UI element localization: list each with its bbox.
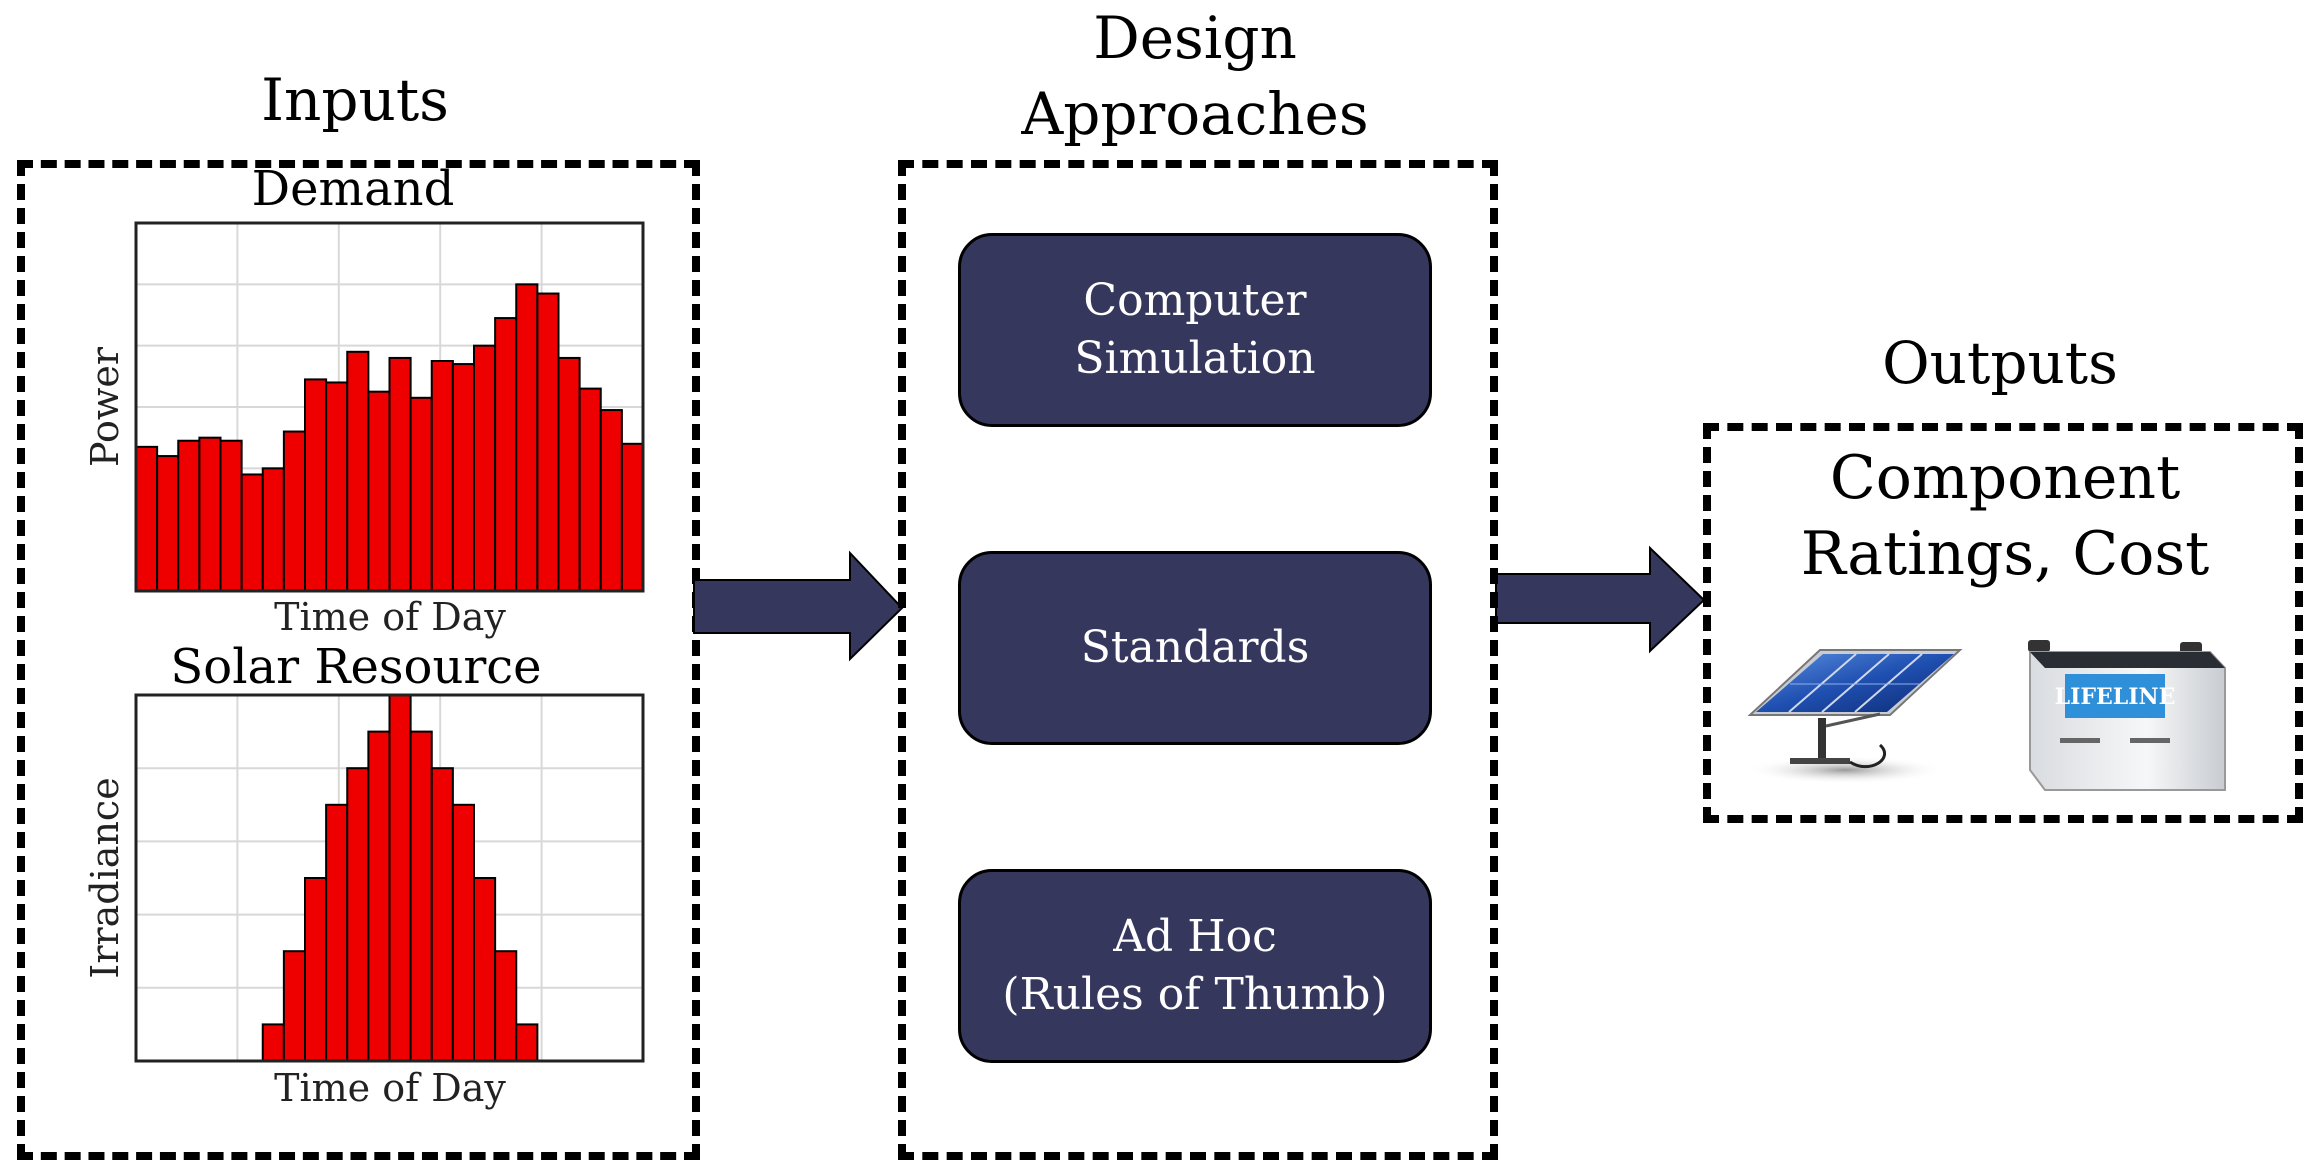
solar-x-label: Time of Day — [274, 1066, 506, 1110]
demand-bar — [304, 378, 328, 592]
demand-bar — [536, 292, 560, 592]
demand-y-label: Power — [83, 346, 127, 467]
demand-x-label: Time of Day — [274, 595, 506, 639]
solar-bar — [388, 694, 412, 1062]
solar-bar — [515, 1023, 539, 1063]
demand-bar — [430, 360, 454, 592]
demand-bar — [451, 363, 475, 593]
approach-standards: Standards — [958, 551, 1432, 745]
solar-bar — [282, 950, 306, 1063]
solar-bar — [451, 803, 475, 1062]
solar-bar — [430, 767, 454, 1062]
demand-bar — [599, 409, 623, 593]
solar-bar — [367, 730, 391, 1062]
solar-bar — [325, 803, 349, 1062]
solar-bar — [409, 730, 433, 1062]
demand-bar — [261, 467, 285, 593]
demand-plot-frame — [134, 221, 645, 593]
demand-bar — [177, 439, 201, 592]
demand-bar — [325, 381, 349, 593]
solar-panel-image — [1745, 649, 1963, 784]
solar-bar — [494, 950, 518, 1063]
arrow-right-design-to-outputs — [1495, 545, 1706, 654]
demand-bar — [198, 436, 222, 592]
approach-label: Ad Hoc (Rules of Thumb) — [1002, 911, 1388, 1020]
demand-chart-title: Demand — [252, 161, 455, 217]
demand-bar — [494, 317, 518, 592]
inputs-heading: Inputs — [261, 66, 449, 134]
demand-bar — [156, 455, 180, 593]
demand-bar — [219, 439, 243, 592]
solar-bar — [473, 877, 497, 1062]
approach-ad-hoc: Ad Hoc (Rules of Thumb) — [958, 869, 1432, 1063]
demand-bars — [135, 283, 644, 593]
solar-y-label: Irradiance — [83, 777, 127, 978]
approach-computer-simulation: Computer Simulation — [958, 233, 1432, 427]
demand-bar — [473, 344, 497, 592]
demand-bar — [557, 356, 581, 592]
demand-bar — [346, 350, 370, 592]
outputs-box — [1703, 423, 2303, 823]
solar-bars — [261, 694, 539, 1063]
solar-bar — [346, 767, 370, 1062]
demand-bar — [240, 473, 264, 593]
solar-plot-frame — [134, 693, 645, 1063]
demand-bar — [620, 442, 644, 592]
solar-chart-title: Solar Resource — [170, 639, 541, 695]
demand-bar — [367, 390, 391, 592]
demand-bar — [515, 283, 539, 592]
demand-bar — [135, 445, 159, 592]
battery-brand-label: LIFELINE — [2055, 684, 2176, 710]
design-heading: Design Approaches — [1021, 4, 1369, 148]
outputs-text: Component Ratings, Cost — [1800, 443, 2210, 589]
arrow-right-inputs-to-design — [693, 550, 904, 662]
solar-bar — [261, 1023, 285, 1063]
demand-bar — [388, 356, 412, 592]
demand-bar — [282, 430, 306, 592]
approach-label: Standards — [1080, 622, 1310, 673]
outputs-heading: Outputs — [1882, 329, 2118, 397]
solar-bar — [304, 877, 328, 1062]
approach-label: Computer Simulation — [1074, 275, 1316, 384]
demand-bar — [578, 387, 602, 592]
demand-bar — [409, 396, 433, 592]
battery-image: LIFELINE — [2028, 640, 2226, 791]
